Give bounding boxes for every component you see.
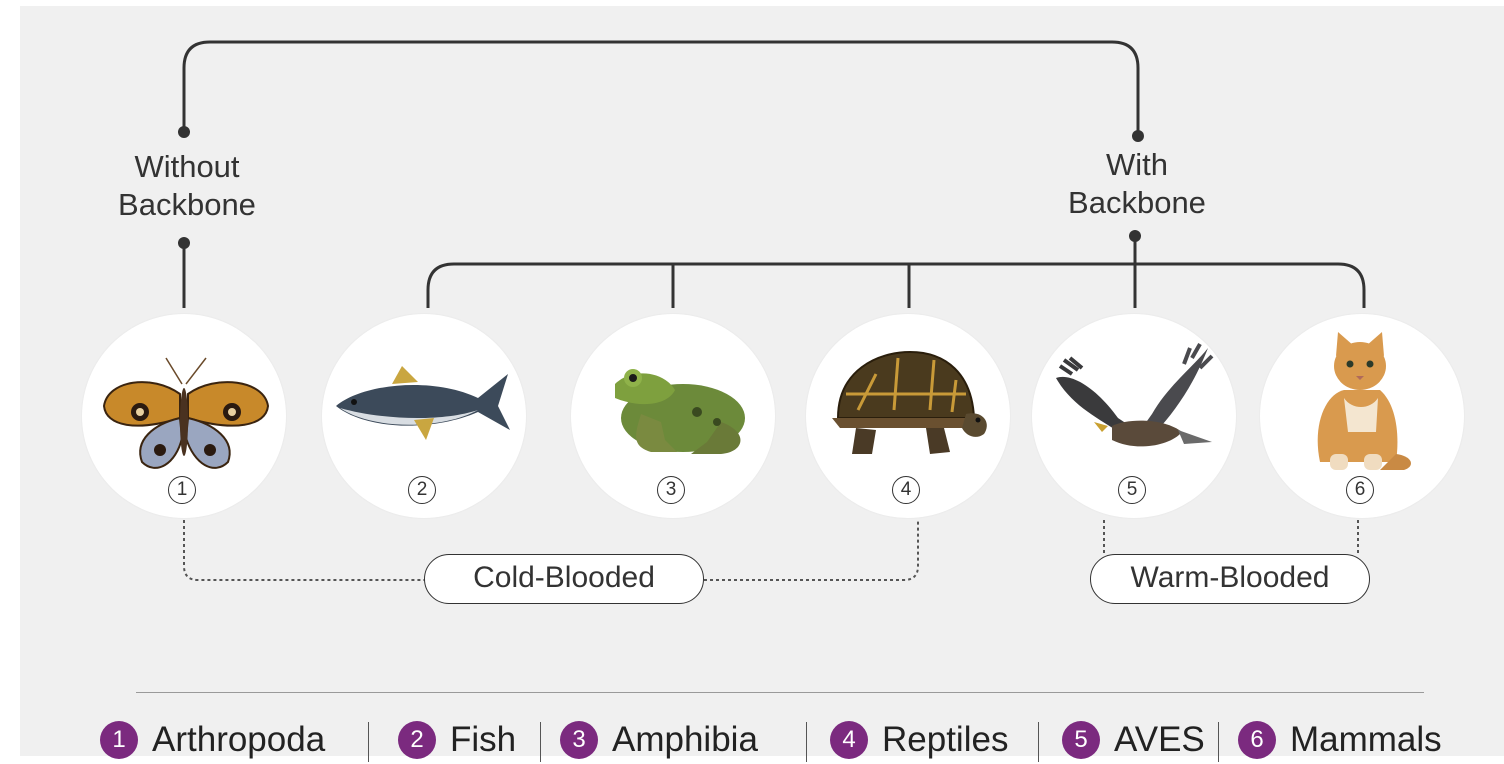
legend-separator <box>368 722 369 762</box>
cold-blooded-label: Cold-Blooded <box>424 554 704 604</box>
legend-badge-6: 6 <box>1238 721 1276 759</box>
animal-card-reptiles: 4 <box>806 314 1010 518</box>
legend-item-amphibia: 3 Amphibia <box>560 718 758 762</box>
legend-separator <box>806 722 807 762</box>
legend-item-arthropoda: 1 Arthropoda <box>100 718 325 762</box>
animal-number-2: 2 <box>408 476 436 504</box>
legend-label-reptiles: Reptiles <box>882 720 1008 760</box>
legend-badge-2: 2 <box>398 721 436 759</box>
animal-number-4: 4 <box>892 476 920 504</box>
legend-divider <box>136 692 1424 693</box>
legend-item-mammals: 6 Mammals <box>1238 718 1442 762</box>
without-backbone-line-1: Without <box>96 148 278 186</box>
warm-blooded-bracket <box>1104 520 1358 556</box>
animal-card-mammals: 6 <box>1260 314 1464 518</box>
backbone-bracket <box>184 42 1138 136</box>
with-backbone-label: With Backbone <box>1046 146 1228 222</box>
without-backbone-line-2: Backbone <box>96 186 278 224</box>
legend-item-aves: 5 AVES <box>1062 718 1205 762</box>
legend-label-mammals: Mammals <box>1290 720 1442 760</box>
animal-card-arthropoda: 1 <box>82 314 286 518</box>
warm-blooded-label: Warm-Blooded <box>1090 554 1370 604</box>
animal-number-6: 6 <box>1346 476 1374 504</box>
legend-badge-3: 3 <box>560 721 598 759</box>
legend-label-fish: Fish <box>450 720 516 760</box>
animal-number-5: 5 <box>1118 476 1146 504</box>
legend-separator <box>1218 722 1219 762</box>
animal-card-amphibia: 3 <box>571 314 775 518</box>
legend-badge-5: 5 <box>1062 721 1100 759</box>
legend-label-aves: AVES <box>1114 720 1205 760</box>
without-backbone-label: Without Backbone <box>96 148 278 224</box>
legend-item-fish: 2 Fish <box>398 718 516 762</box>
with-backbone-line-1: With <box>1046 146 1228 184</box>
animal-card-aves: 5 <box>1032 314 1236 518</box>
animal-number-3: 3 <box>657 476 685 504</box>
legend-badge-4: 4 <box>830 721 868 759</box>
legend-separator <box>1038 722 1039 762</box>
legend-separator <box>540 722 541 762</box>
vertebrate-branch <box>428 264 1364 308</box>
legend-item-reptiles: 4 Reptiles <box>830 718 1008 762</box>
legend-badge-1: 1 <box>100 721 138 759</box>
legend-label-arthropoda: Arthropoda <box>152 720 325 760</box>
animal-card-fish: 2 <box>322 314 526 518</box>
with-backbone-line-2: Backbone <box>1046 184 1228 222</box>
animal-number-1: 1 <box>168 476 196 504</box>
legend-label-amphibia: Amphibia <box>612 720 758 760</box>
